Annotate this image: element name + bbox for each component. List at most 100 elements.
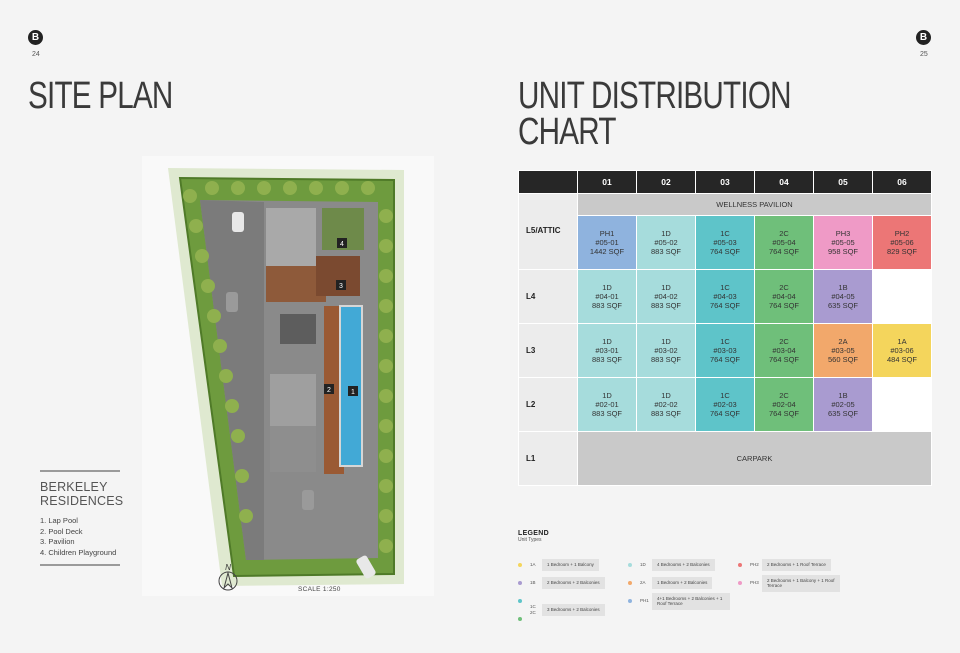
legend-swatches (738, 574, 750, 592)
legend-codes: 1B (530, 580, 542, 586)
unit-unit: #03-01 (595, 346, 619, 355)
legend-description: 2 Bedrooms + 1 Balcony + 1 Roof Terrace (762, 574, 840, 592)
unit-unit: #05-06 (890, 238, 914, 247)
unit-area: 883 SQF (591, 409, 622, 418)
unit-unit: #05-01 (595, 238, 619, 247)
legend-swatch (628, 580, 632, 585)
unit-unit: #04-05 (831, 292, 855, 301)
legend-codes: 1D (640, 562, 652, 568)
legend-swatches (738, 556, 750, 574)
legend-code: PH3 (750, 580, 759, 585)
legend-description: 4+1 Bedrooms + 2 Balconies + 1 Roof Terr… (652, 592, 730, 610)
unit-unit: #05-02 (654, 238, 678, 247)
unit-unit: #03-02 (654, 346, 678, 355)
legend-title: LEGEND (518, 530, 549, 537)
unit-type: 2C (779, 283, 789, 292)
column-header-05: 05 (813, 170, 873, 194)
unit-area: 883 SQF (650, 301, 681, 310)
unit-type: 1B (838, 283, 848, 292)
legend-code: 1C (530, 604, 536, 609)
legend-swatches (518, 556, 530, 574)
unit-unit: #04-04 (772, 292, 796, 301)
legend-description: 3 Bedrooms + 2 Balconies (542, 604, 605, 616)
compass-icon: N (218, 563, 238, 591)
unit-unit: #03-05 (831, 346, 855, 355)
legend-code: 1D (640, 562, 646, 567)
legend-swatches (518, 574, 530, 592)
plan-marker-1: 1 (351, 389, 355, 396)
level-label: L1 (518, 431, 578, 486)
unit-type: 2C (779, 391, 789, 400)
unit-type: 1B (838, 391, 848, 400)
facility-item: 2. Pool Deck (40, 526, 83, 536)
unit-unit: #04-01 (595, 292, 619, 301)
unit-type: 1C (720, 283, 730, 292)
project-info: BERKELEY RESIDENCES 1. Lap Pool 2. Pool … (40, 470, 124, 566)
unit-area: 883 SQF (650, 409, 681, 418)
legend-swatch (628, 598, 632, 603)
info-bottom-rule (40, 564, 120, 566)
legend-description: 2 Bedrooms + 1 Roof Terrace (762, 559, 831, 571)
facility-item: 3. Pavilion (40, 537, 75, 546)
site-plan-illustration: 1 2 3 4 (142, 156, 434, 596)
column-header-03: 03 (695, 170, 755, 194)
unit-unit: #03-04 (772, 346, 796, 355)
unit-type: 1D (602, 283, 612, 292)
legend-codes: PH3 (750, 580, 762, 586)
project-name-line2: RESIDENCES (40, 494, 124, 508)
unit-unit: #02-04 (772, 400, 796, 409)
unit-area: 883 SQF (591, 301, 622, 310)
legend-code: PH1 (640, 598, 649, 603)
facilities-list: 1. Lap Pool 2. Pool Deck 3. Pavilion 4. … (40, 516, 120, 558)
unit-area: 560 SQF (827, 355, 858, 364)
unit-type: PH3 (835, 229, 851, 238)
column-header-06: 06 (872, 170, 932, 194)
empty-cell (872, 377, 932, 432)
unit-unit: #04-03 (713, 292, 737, 301)
page-number-right: 25 (920, 51, 928, 58)
legend-swatch (738, 562, 742, 567)
legend-code: PH2 (750, 562, 759, 567)
legend-code: 1A (530, 562, 536, 567)
carpark-band: CARPARK (577, 431, 932, 486)
unit-unit: #03-03 (713, 346, 737, 355)
legend-codes: 2A (640, 580, 652, 586)
facility-item: 4. Children Playground (40, 547, 117, 557)
unit-area: 764 SQF (768, 247, 799, 256)
plan-marker-2: 2 (327, 387, 331, 394)
compass-label: N (225, 563, 231, 572)
column-header-02: 02 (636, 170, 696, 194)
unit-unit: #05-04 (772, 238, 796, 247)
legend-swatches (628, 574, 640, 592)
unit-area: 764 SQF (709, 301, 740, 310)
info-top-rule (40, 470, 120, 472)
unit-area: 484 SQF (886, 355, 917, 364)
